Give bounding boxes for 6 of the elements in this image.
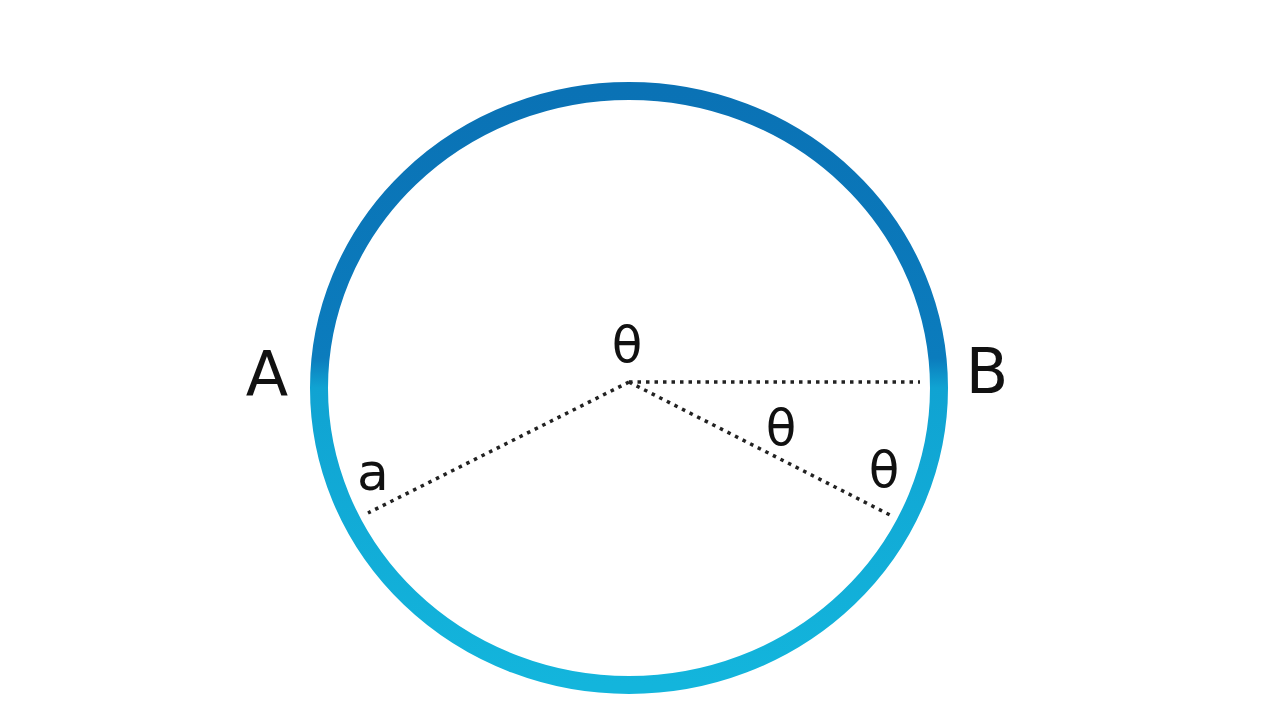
angle-label: θ	[611, 320, 643, 370]
angle-label: θ	[765, 403, 797, 453]
side-label: a	[357, 446, 389, 498]
angle-label: θ	[868, 445, 900, 495]
point-label: A	[245, 344, 289, 406]
point-label: B	[965, 341, 1009, 403]
